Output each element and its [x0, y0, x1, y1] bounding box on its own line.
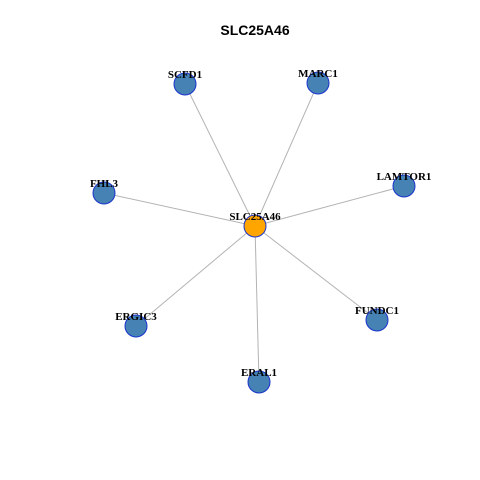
edge-layer [103, 82, 405, 383]
node-scfd1[interactable]: SCFD1 [168, 69, 202, 96]
node-circle-eral1[interactable] [247, 370, 271, 394]
edge-slc25a46-lamtor1 [254, 185, 405, 227]
edge-slc25a46-ergic3 [135, 225, 256, 327]
node-circle-marc1[interactable] [306, 71, 330, 95]
node-lamtor1[interactable]: LAMTOR1 [377, 171, 432, 198]
node-eral1[interactable]: ERAL1 [241, 367, 277, 394]
edge-slc25a46-scfd1 [184, 83, 256, 227]
diagram-title: SLC25A46 [220, 22, 289, 38]
node-slc25a46[interactable]: SLC25A46 [229, 211, 281, 238]
node-circle-ergic3[interactable] [124, 314, 148, 338]
node-label-slc25a46: SLC25A46 [229, 211, 281, 223]
edge-slc25a46-marc1 [254, 82, 319, 227]
node-label-ergic3: ERGIC3 [115, 311, 157, 323]
node-label-eral1: ERAL1 [241, 367, 277, 379]
node-circle-scfd1[interactable] [173, 72, 197, 96]
node-fhl3[interactable]: FHL3 [90, 178, 119, 205]
node-marc1[interactable]: MARC1 [298, 68, 338, 95]
node-label-fundc1: FUNDC1 [355, 305, 399, 317]
node-label-lamtor1: LAMTOR1 [377, 171, 432, 183]
node-label-fhl3: FHL3 [90, 178, 119, 190]
node-fundc1[interactable]: FUNDC1 [355, 305, 399, 332]
edge-slc25a46-fundc1 [254, 225, 378, 321]
edge-slc25a46-fhl3 [103, 192, 256, 227]
node-label-marc1: MARC1 [298, 68, 338, 80]
edge-slc25a46-eral1 [254, 225, 260, 383]
node-circle-slc25a46[interactable] [243, 214, 267, 238]
node-circle-fhl3[interactable] [92, 181, 116, 205]
node-label-scfd1: SCFD1 [168, 69, 202, 81]
node-circle-lamtor1[interactable] [392, 174, 416, 198]
node-ergic3[interactable]: ERGIC3 [115, 311, 157, 338]
node-circle-fundc1[interactable] [365, 308, 389, 332]
